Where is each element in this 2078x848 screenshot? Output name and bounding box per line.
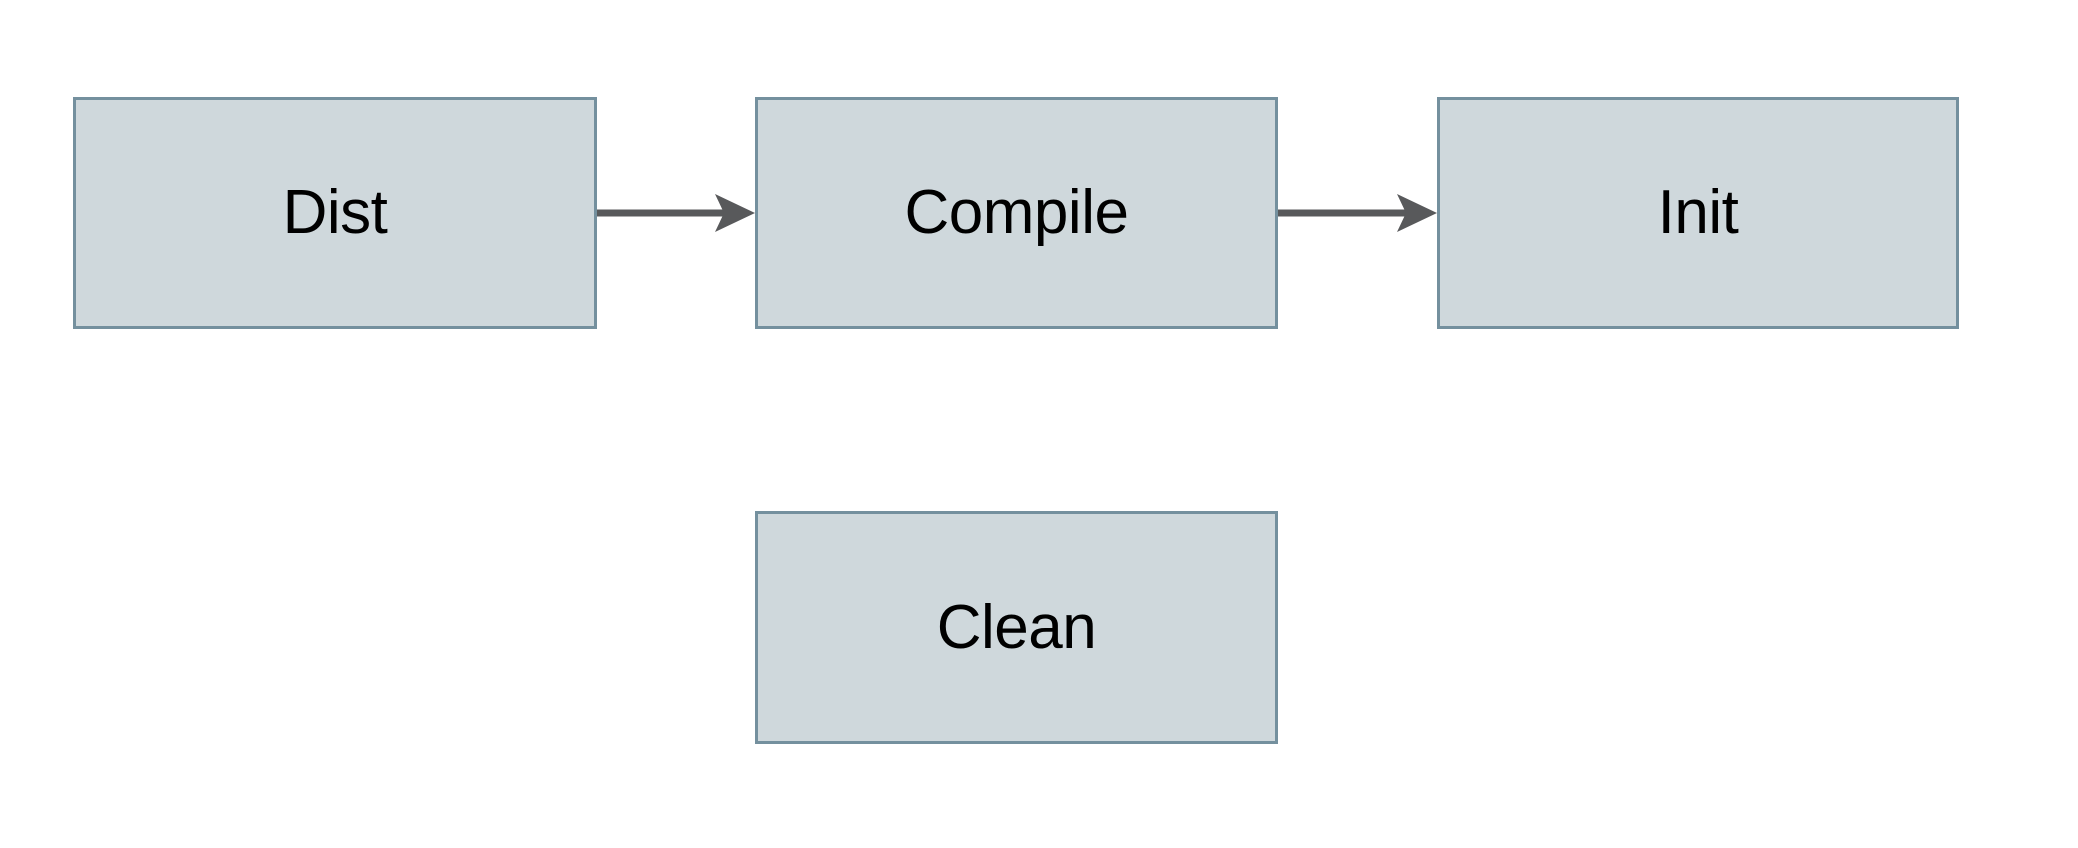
node-init[interactable]: Init — [1437, 97, 1959, 329]
node-label-compile: Compile — [904, 178, 1129, 247]
edge-dist-to-compile — [597, 194, 755, 232]
node-label-dist: Dist — [282, 178, 388, 247]
arrowhead-compile-to-init — [1397, 194, 1437, 232]
node-label-init: Init — [1657, 178, 1739, 247]
node-compile[interactable]: Compile — [755, 97, 1278, 329]
arrowhead-dist-to-compile — [715, 194, 755, 232]
node-dist[interactable]: Dist — [73, 97, 597, 329]
edge-compile-to-init — [1278, 194, 1437, 232]
node-clean[interactable]: Clean — [755, 511, 1278, 744]
node-label-clean: Clean — [936, 592, 1097, 662]
